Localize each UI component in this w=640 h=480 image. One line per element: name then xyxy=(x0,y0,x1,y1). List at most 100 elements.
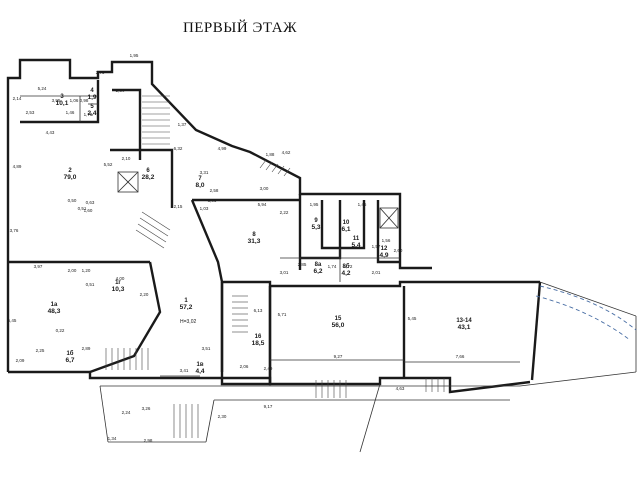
room-number: 7 xyxy=(198,176,202,182)
dimension-label: 0,63 xyxy=(86,200,95,205)
dimension-label: 2,53 xyxy=(26,110,35,115)
dimension-label: 3,41 xyxy=(180,368,189,373)
room-number: 4 xyxy=(90,88,94,94)
plan-title: ПЕРВЫЙ ЭТАЖ xyxy=(182,20,298,36)
wall-upper-left-block xyxy=(6,58,402,372)
dimension-label: 1,37 xyxy=(178,122,187,127)
line-n xyxy=(359,383,381,453)
room-area: 4,4 xyxy=(195,368,204,375)
dimension-label: 0,51 xyxy=(78,206,87,211)
room-area: 6,1 xyxy=(341,226,350,233)
room-number: 8а xyxy=(315,262,322,268)
dimension-label: 2,20 xyxy=(140,292,149,297)
dimension-label: 1,95 xyxy=(310,202,319,207)
elevator-shaft-2 xyxy=(379,207,399,229)
wall-diagonal-stair xyxy=(89,261,162,374)
room-number: 6 xyxy=(146,168,150,174)
dimension-label: 2,22 xyxy=(280,210,289,215)
dimension-label: 4,89 xyxy=(13,164,22,169)
dimension-label: 3,51 xyxy=(202,346,211,351)
room-number: 15 xyxy=(335,316,342,322)
dimension-label: 0,51 xyxy=(86,282,95,287)
dimension-label: 4,00 xyxy=(116,276,125,281)
ceiling-height-note: H=3,02 xyxy=(180,319,196,325)
room-area: 5,4 xyxy=(351,242,360,249)
dimension-label: 3,26 xyxy=(142,406,151,411)
room-area: 56,0 xyxy=(332,322,345,329)
dimension-label: 2,49 xyxy=(264,366,273,371)
room-number: 9 xyxy=(314,218,318,224)
dimension-label: 2,60 xyxy=(394,248,403,253)
elevator-shaft-1 xyxy=(117,171,139,193)
wall-hall-15-north xyxy=(270,280,540,288)
stair-right xyxy=(425,378,445,392)
dimension-label: 1,60 xyxy=(84,208,93,213)
stair-mid xyxy=(135,211,171,249)
dimension-label: 1,88 xyxy=(266,152,275,157)
room-area: 6,7 xyxy=(65,357,74,364)
room-number: 1г xyxy=(115,280,121,286)
dimension-label: 6,32 xyxy=(174,146,183,151)
stair-upper xyxy=(142,95,170,145)
room-number: 13-14 xyxy=(456,318,472,324)
dimension-label: 1,46 xyxy=(358,202,367,207)
dimension-label: 5,24 xyxy=(38,86,47,91)
dimension-label: 3,95 xyxy=(52,98,61,103)
room-number: 12 xyxy=(381,246,388,252)
dimension-label: 2,14 xyxy=(13,96,22,101)
dimension-label: 2,24 xyxy=(122,410,131,415)
dimension-label: 3,31 xyxy=(200,170,209,175)
room-area: 5,3 xyxy=(311,224,320,231)
dimension-label: 9,27 xyxy=(334,354,343,359)
dimension-label: 5,45 xyxy=(8,318,17,323)
dimension-label: 5,45 xyxy=(408,316,417,321)
room-area: 28,2 xyxy=(142,174,155,181)
stair-bottom xyxy=(105,348,149,370)
room-number: 16 xyxy=(255,334,262,340)
dimension-label: 4,99 xyxy=(218,146,227,151)
line-l xyxy=(205,399,215,443)
dimension-label: 1,57 xyxy=(372,244,381,249)
wall-core-room6 xyxy=(110,148,174,208)
dimension-label: 1,56 xyxy=(382,238,391,243)
dimension-label: 2,58 xyxy=(210,188,219,193)
dimension-label: 1,72 xyxy=(344,264,353,269)
dimension-label: 3,76 xyxy=(10,228,19,233)
wall-diagonal-inner xyxy=(190,199,224,283)
room-area: 1,9 xyxy=(87,94,96,101)
dimension-label: 1,95 xyxy=(130,53,139,58)
room-area: 10,3 xyxy=(112,286,125,293)
line-o xyxy=(539,281,637,317)
dimension-label: 1,74 xyxy=(328,264,337,269)
interior-lines xyxy=(20,95,637,453)
room-area: 10,1 xyxy=(56,100,69,107)
wall-right-annex xyxy=(398,258,432,270)
wall-rooms-9-12 xyxy=(320,200,366,250)
wall-upper-partition xyxy=(20,80,100,124)
dimension-label: 2,09 xyxy=(16,358,25,363)
room-area: 31,3 xyxy=(248,238,261,245)
dimension-label: 1,46 xyxy=(66,110,75,115)
dimension-label: 1,78 xyxy=(84,112,93,117)
dimension-label: 5,52 xyxy=(104,162,113,167)
dimension-label: 5,94 xyxy=(258,202,267,207)
dimension-label: 2,85 xyxy=(298,262,307,267)
dashed-arc xyxy=(539,285,637,331)
dimension-label: 9,17 xyxy=(264,404,273,409)
room-number: 11 xyxy=(353,236,360,242)
room-area: 2,4 xyxy=(87,110,96,117)
stair-top-right xyxy=(259,159,291,177)
room-area: 18,5 xyxy=(252,340,265,347)
room-number: 1а xyxy=(51,302,58,308)
dimension-label: 2,25 xyxy=(36,348,45,353)
dimension-label: 3,97 xyxy=(34,264,43,269)
dimension-label: 1,06 xyxy=(70,98,79,103)
room-area: 4,2 xyxy=(341,270,350,277)
dimension-label: 2,06 xyxy=(240,364,249,369)
wall-room-12 xyxy=(376,200,400,264)
dashed-arc-2 xyxy=(535,295,631,341)
room-area: 43,1 xyxy=(458,324,471,331)
